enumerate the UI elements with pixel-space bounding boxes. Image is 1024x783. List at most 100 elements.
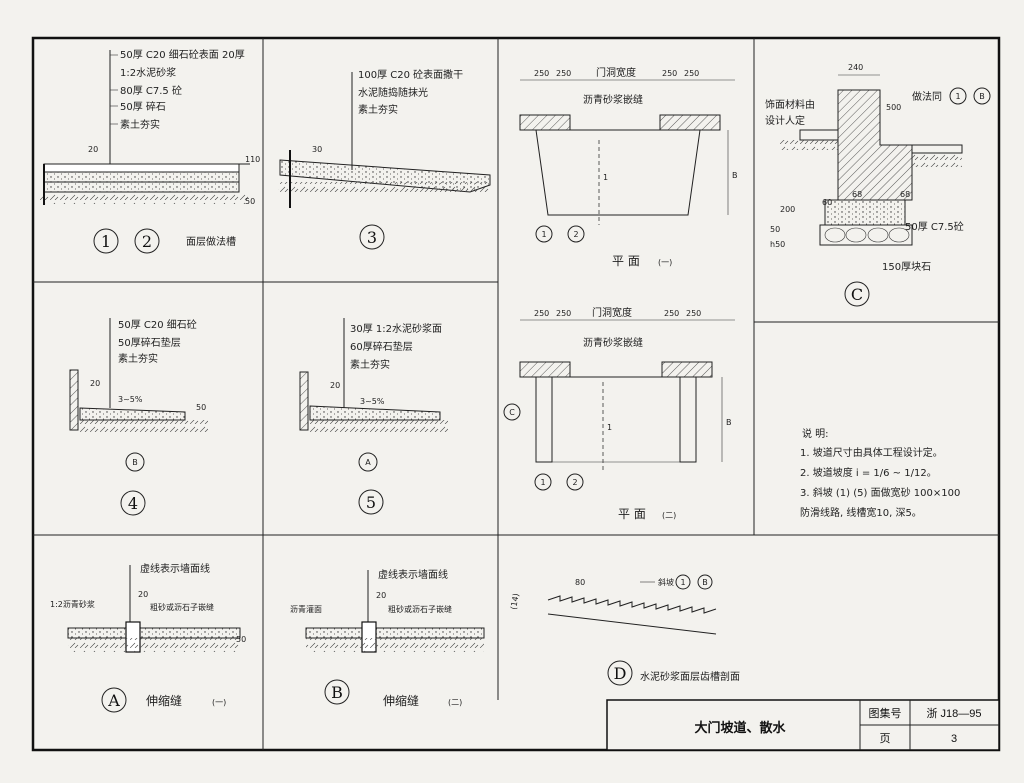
detail-caption: 水泥砂浆面层齿槽剖面 bbox=[640, 670, 740, 683]
layer-label: 50厚 碎石 bbox=[120, 100, 166, 113]
door-width: 门洞宽度 bbox=[596, 66, 636, 79]
dim-text: 250 bbox=[662, 69, 677, 78]
atlas-number: 浙 J18—95 bbox=[926, 707, 981, 720]
plan-1: 250 250 门洞宽度 250 250 沥青砂浆嵌缝 1 B 1 2 平 面 … bbox=[519, 66, 738, 268]
dim-50: 50 bbox=[196, 403, 206, 412]
dim-200: 200 bbox=[780, 205, 795, 214]
note-line: 防滑线路, 线槽宽10, 深5。 bbox=[800, 506, 922, 519]
detail-a: 虚线表示墙面线 1:2沥青砂浆 粗砂或沥石子嵌缝 20 50 A 伸缩缝 (一) bbox=[50, 562, 246, 713]
plan-2: 250 250 门洞宽度 250 250 沥青砂浆嵌缝 1 B C 1 2 平 … bbox=[503, 306, 735, 521]
note-line: 2. 坡道坡度 i = 1/6 ~ 1/12。 bbox=[800, 466, 937, 479]
ref-label: 斜坡 bbox=[658, 577, 674, 587]
dim-text: 250 bbox=[556, 309, 571, 318]
note-line: 1. 坡道尺寸由具体工程设计定。 bbox=[800, 446, 943, 459]
stone-label: 150厚块石 bbox=[882, 261, 931, 273]
detail-caption-suffix: (一) bbox=[212, 698, 226, 707]
panel-grid bbox=[33, 38, 999, 750]
detail-number: A bbox=[107, 691, 120, 710]
wall-line-label: 虚线表示墙面线 bbox=[140, 562, 210, 575]
detail-caption: 伸缩缝 bbox=[146, 693, 182, 708]
notes: 说 明: 1. 坡道尺寸由具体工程设计定。 2. 坡道坡度 i = 1/6 ~ … bbox=[800, 427, 960, 519]
layer-label: 1:2水泥砂浆 bbox=[120, 66, 176, 79]
layer-label: 水泥随捣随抹光 bbox=[358, 86, 428, 99]
dim-500: 500 bbox=[886, 103, 901, 112]
ref-number: A bbox=[365, 458, 371, 467]
note-line: 3. 斜坡 (1) (5) 面做宽砂 100×100 bbox=[800, 486, 960, 499]
dim-h50: h50 bbox=[770, 240, 785, 249]
layer-label: 素土夯实 bbox=[118, 352, 158, 365]
sheet-title: 大门坡道、散水 bbox=[694, 720, 786, 735]
dim-text: 250 bbox=[686, 309, 701, 318]
sheet-border bbox=[31, 36, 1001, 752]
plan-caption-suffix: (一) bbox=[658, 258, 672, 267]
detail-number: D bbox=[614, 664, 627, 683]
page-number: 3 bbox=[951, 733, 957, 745]
right-label: 粗砂或沥石子嵌缝 bbox=[150, 602, 214, 612]
notes-heading: 说 明: bbox=[802, 427, 829, 440]
detail-number: C bbox=[851, 285, 863, 304]
detail-caption: 面层做法槽 bbox=[186, 235, 236, 248]
left-label: 沥青灌面 bbox=[290, 604, 322, 614]
ref-number: 2 bbox=[572, 478, 577, 487]
detail-number: 3 bbox=[367, 228, 377, 247]
dim-50: 50 bbox=[245, 197, 255, 206]
detail-c: 240 500 饰面材料由 设计人定 做法同 1 B 60 68 68 200 … bbox=[765, 63, 991, 307]
layer-label: 80厚 C7.5 砼 bbox=[120, 84, 182, 97]
plan-caption-suffix: (二) bbox=[662, 511, 676, 520]
dim-20: 20 bbox=[330, 381, 340, 390]
slope: 3~5% bbox=[360, 397, 385, 406]
dim-20: 20 bbox=[138, 590, 148, 599]
layer-label: 素土夯实 bbox=[358, 103, 398, 116]
dim-20: 20 bbox=[90, 379, 100, 388]
detail-number: 4 bbox=[128, 494, 138, 513]
dim-80: 80 bbox=[575, 578, 585, 587]
ref-number: 2 bbox=[573, 230, 578, 239]
ref-number: 1 bbox=[955, 92, 960, 101]
title-block: 大门坡道、散水 图集号 浙 J18—95 页 3 bbox=[606, 699, 1000, 751]
detail-number: 5 bbox=[366, 493, 376, 512]
dim-text: 250 bbox=[556, 69, 571, 78]
dim-68: 68 bbox=[852, 190, 862, 199]
plan-caption: 平 面 bbox=[612, 254, 640, 268]
dim-text: 250 bbox=[684, 69, 699, 78]
layer-labels: 50厚 C20 细石砼表面 20厚 1:2水泥砂浆 80厚 C7.5 砼 50厚… bbox=[110, 48, 245, 131]
dim-text: 250 bbox=[664, 309, 679, 318]
layer-label: 60厚碎石垫层 bbox=[350, 340, 413, 353]
layer-label: 素土夯实 bbox=[350, 358, 390, 371]
detail-number: 1 bbox=[101, 232, 111, 251]
page-label: 页 bbox=[880, 733, 891, 745]
detail-b: 虚线表示墙面线 沥青灌面 粗砂或沥石子嵌缝 20 B 伸缩缝 (二) bbox=[290, 568, 485, 708]
ref-number: C bbox=[509, 408, 515, 417]
dim-B: B bbox=[726, 418, 732, 427]
joint-label: 沥青砂浆嵌缝 bbox=[583, 93, 643, 106]
dim-68: 68 bbox=[900, 190, 910, 199]
ref-number: 1 bbox=[680, 578, 685, 587]
layer-label: 50厚碎石垫层 bbox=[118, 336, 181, 349]
layer-label: 100厚 C20 砼表面撒干 bbox=[358, 68, 463, 81]
dim-mid: 1 bbox=[603, 173, 608, 182]
ref-number: B bbox=[702, 578, 708, 587]
ref-number: 1 bbox=[540, 478, 545, 487]
left-label: 1:2沥青砂浆 bbox=[50, 599, 95, 609]
finish-label-2: 设计人定 bbox=[765, 114, 805, 127]
layer-label: 30厚 1:2水泥砂浆面 bbox=[350, 322, 442, 335]
ref-number: B bbox=[132, 458, 138, 467]
dim-50: 50 bbox=[236, 635, 246, 644]
c75-label: 50厚 C7.5砼 bbox=[905, 220, 964, 233]
dim-60: 60 bbox=[822, 198, 832, 207]
atlas-label: 图集号 bbox=[869, 706, 902, 720]
ref-number: B bbox=[979, 92, 985, 101]
detail-4: 50厚 C20 细石砼 50厚碎石垫层 素土夯实 20 3~5% 50 B 4 bbox=[69, 318, 208, 516]
detail-5: 30厚 1:2水泥砂浆面 60厚碎石垫层 素土夯实 20 3~5% A 5 bbox=[299, 318, 448, 515]
detail-number: B bbox=[331, 683, 343, 702]
dim-text: 250 bbox=[534, 309, 549, 318]
detail-caption-suffix: (二) bbox=[448, 698, 462, 707]
dim-50: 50 bbox=[770, 225, 780, 234]
dim-left: (14) bbox=[509, 593, 521, 611]
detail-number: 2 bbox=[142, 232, 152, 251]
layer-label: 50厚 C20 细石砼表面 20厚 bbox=[120, 48, 245, 61]
plan-caption: 平 面 bbox=[618, 507, 646, 521]
detail-3: 100厚 C20 砼表面撒干 水泥随捣随抹光 素土夯实 30 3 bbox=[278, 68, 491, 250]
detail-d: (14) 80 斜坡 1 B D 水泥砂浆面层齿槽剖面 bbox=[509, 574, 740, 686]
